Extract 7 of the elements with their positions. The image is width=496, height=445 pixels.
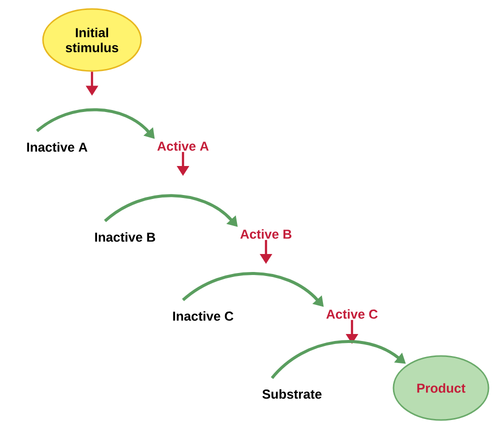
- enzyme-label: Inactive B: [95, 232, 156, 242]
- enzyme-label: Inactive C: [173, 311, 234, 321]
- enzyme-label: Inactive A: [27, 142, 88, 152]
- enzyme-label: Active C: [326, 309, 378, 319]
- enzyme-label: Active B: [240, 229, 292, 239]
- enzyme-label: Active A: [157, 141, 209, 151]
- enzyme-label: Substrate: [262, 389, 322, 399]
